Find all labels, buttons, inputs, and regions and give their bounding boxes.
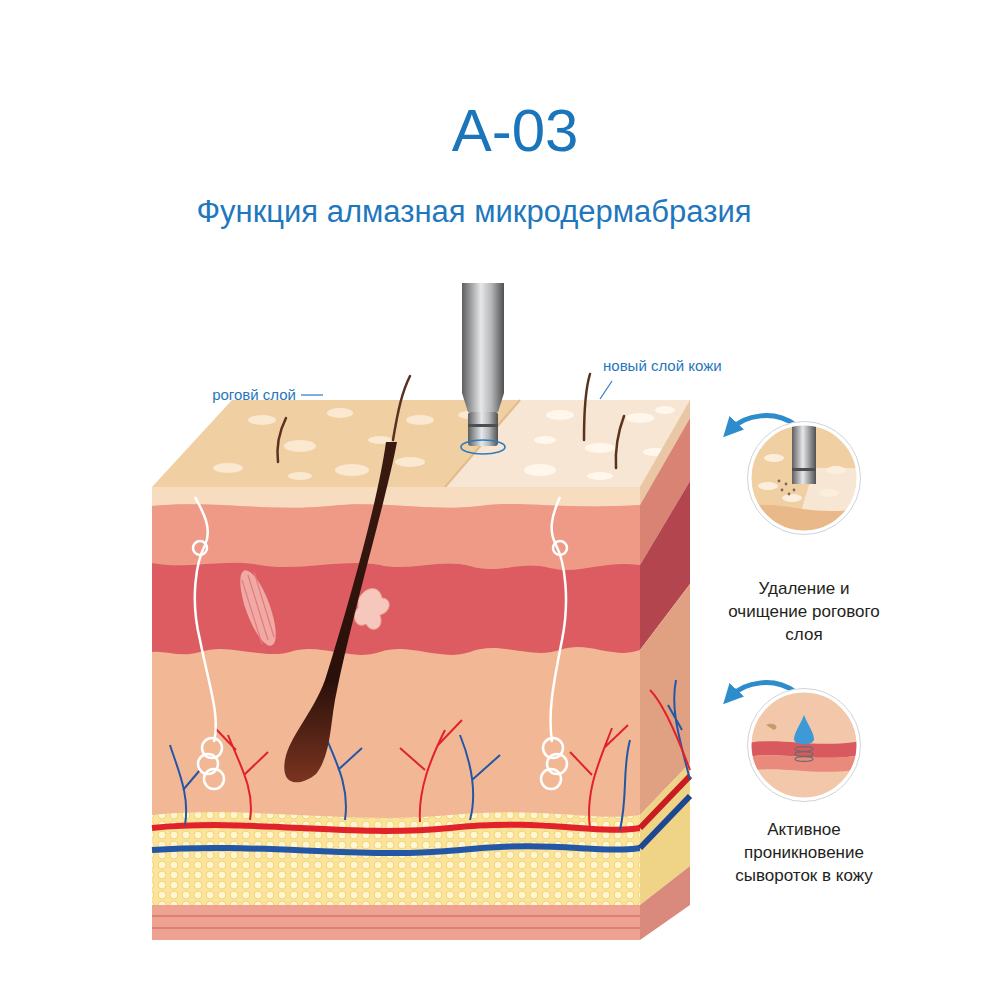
vein bbox=[152, 846, 640, 853]
dermis-lower bbox=[152, 487, 640, 940]
skin-side-face bbox=[640, 400, 690, 940]
papillary-layer bbox=[152, 504, 640, 570]
epidermis-band bbox=[152, 487, 640, 508]
zoom-detail: Удаление и очищение рогового слоя bbox=[726, 421, 882, 646]
muscle-lines bbox=[152, 916, 640, 928]
blood-vessels bbox=[170, 680, 690, 830]
zoom-circle-shadow bbox=[748, 422, 861, 535]
layer-label: роговй слой bbox=[212, 386, 296, 403]
zoom-circle bbox=[750, 424, 859, 533]
skin-cells bbox=[213, 406, 675, 480]
step-caption: Удаление и очищение рогового слоя bbox=[728, 577, 880, 646]
arrector-muscle bbox=[233, 566, 283, 649]
fat-layer bbox=[152, 812, 640, 905]
subtitle: Функция алмазная микродермабразия bbox=[196, 194, 751, 230]
zoom-circle-art bbox=[747, 688, 861, 802]
diamond-handpiece bbox=[461, 283, 505, 454]
step-caption: Активное проникновение сывороток в кожу bbox=[728, 818, 880, 887]
muscle-layer bbox=[152, 905, 640, 940]
zoom-circle-art bbox=[747, 421, 861, 535]
hairs bbox=[277, 374, 624, 468]
zoom-view bbox=[747, 688, 861, 802]
zoom-circle-shadow bbox=[748, 689, 861, 802]
title: A-03 bbox=[452, 96, 579, 165]
zoom-view bbox=[747, 421, 861, 535]
nerve-endings bbox=[193, 497, 567, 789]
zoom-circle bbox=[750, 691, 859, 800]
artery bbox=[152, 825, 640, 831]
zoom-detail: Активное проникновение сывороток в кожу bbox=[726, 688, 882, 887]
layer-label: новый слой кожи bbox=[603, 357, 722, 374]
leader-line bbox=[600, 381, 612, 399]
leader-line bbox=[301, 394, 323, 395]
hair-follicle bbox=[284, 442, 397, 782]
layer-ridge bbox=[445, 400, 520, 487]
skin-top-face bbox=[152, 400, 690, 487]
